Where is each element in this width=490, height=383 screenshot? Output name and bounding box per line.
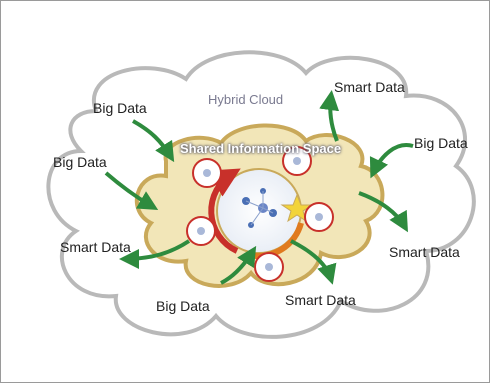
arrow-big-data-right [369, 143, 414, 179]
arrow-smart-data-top-right [319, 90, 340, 142]
label-big-data-top-left: Big Data [93, 100, 147, 116]
inner-cloud-label: Shared Information Space [180, 141, 342, 156]
arrow-smart-data-bottom [290, 239, 337, 285]
satellite-node [192, 158, 222, 188]
label-smart-data-left: Smart Data [60, 239, 131, 255]
star-icon [280, 193, 314, 223]
label-smart-data-top-right: Smart Data [334, 79, 405, 95]
cycle-arrow-red [207, 168, 241, 254]
hub-link [262, 207, 274, 214]
arrow-big-data-left [104, 171, 159, 211]
satellite-node [282, 146, 312, 176]
arrow-smart-data-right [358, 191, 408, 233]
hub-link [250, 207, 264, 226]
arrow-big-data-top-left [132, 119, 175, 163]
label-big-data-bottom: Big Data [156, 298, 210, 314]
label-big-data-right: Big Data [414, 135, 468, 151]
outer-cloud-label: Hybrid Cloud [208, 92, 284, 107]
label-big-data-left: Big Data [53, 154, 107, 170]
label-smart-data-bottom: Smart Data [285, 292, 356, 308]
label-smart-data-right: Smart Data [389, 244, 460, 260]
satellite-node [304, 202, 334, 232]
hub-link [245, 200, 264, 209]
arrow-big-data-bottom [220, 245, 257, 285]
cycle-arrow-orange [248, 222, 304, 260]
arrow-smart-data-left [119, 239, 191, 269]
satellite-node [186, 216, 216, 246]
satellite-node [254, 252, 284, 282]
